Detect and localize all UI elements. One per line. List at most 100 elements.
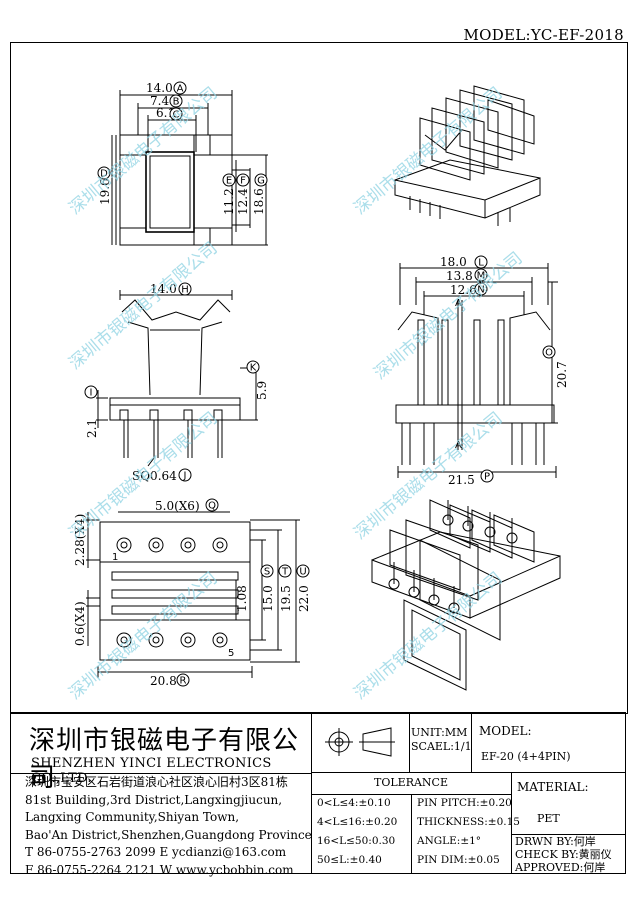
view-mid-left bbox=[96, 290, 258, 467]
circle-marker-label-g: G bbox=[257, 176, 265, 187]
dim-B-value: 7.4 bbox=[150, 94, 169, 108]
view-bottom-left bbox=[86, 511, 300, 678]
circle-marker-label-t: T bbox=[281, 567, 289, 578]
circle-marker-i bbox=[84, 385, 98, 399]
dim-J-value: SQ0.64 bbox=[132, 469, 177, 483]
check-by: CHECK BY:黄丽仪 bbox=[515, 848, 612, 861]
dim-D-value: 19.6 bbox=[98, 178, 112, 205]
circle-marker-m bbox=[474, 268, 488, 282]
company-panel: 深圳市银磁电子有限公司 SHENZHEN YINCI ELECTRONICS C… bbox=[11, 714, 312, 877]
circle-marker-label-j: J bbox=[183, 471, 187, 482]
drawn-by: DRWN BY:何岸 bbox=[515, 835, 596, 848]
first-angle-projection-icon bbox=[325, 727, 395, 757]
dim-I-value: 2.1 bbox=[85, 419, 99, 438]
signature-block: DRWN BY:何岸 CHECK BY:黄丽仪 APPROVED:何岸 bbox=[511, 834, 625, 874]
dim-T-value: 19.5 bbox=[279, 585, 293, 612]
fax-web-line: F 86-0755-2264 2121 W www.ycbobbin.com bbox=[25, 862, 294, 877]
material-value: PET bbox=[537, 812, 560, 825]
dim-slot: 1.08 bbox=[235, 585, 249, 612]
tolerance-feature-column: PIN PITCH:±0.20 THICKNESS:±0.15 ANGLE:±1… bbox=[411, 794, 520, 874]
dim-R-value: 20.8 bbox=[150, 674, 177, 688]
circle-marker-s bbox=[260, 564, 274, 578]
dim-H-value: 14.0 bbox=[150, 282, 177, 296]
dim-P-value: 21.5 bbox=[448, 473, 475, 487]
pin-number-1: 1 bbox=[112, 552, 118, 563]
circle-marker-label-c: C bbox=[173, 110, 180, 121]
title-block: 深圳市银磁电子有限公司 SHENZHEN YINCI ELECTRONICS C… bbox=[10, 712, 626, 877]
circle-marker-label-k: K bbox=[250, 363, 257, 374]
circle-marker-g bbox=[254, 173, 268, 187]
dim-O-value: 20.7 bbox=[555, 361, 569, 388]
circle-marker-j bbox=[178, 468, 192, 482]
circle-marker-a bbox=[173, 81, 187, 95]
circle-marker-label-n: N bbox=[477, 285, 484, 296]
circle-marker-n bbox=[474, 282, 488, 296]
tolerance-row: 16<L≤50:0.30 bbox=[317, 835, 396, 847]
circle-marker-l bbox=[474, 255, 488, 269]
circle-marker-t bbox=[278, 564, 292, 578]
circle-marker-label-f: F bbox=[240, 176, 246, 187]
dim-E-value: 11.2 bbox=[222, 188, 236, 215]
watermark-2: 深圳市银磁电子有限公司 bbox=[350, 83, 506, 219]
circle-marker-q bbox=[205, 498, 219, 512]
phone-email-line: T 86-0755-2763 2099 E ycdianzi@163.com bbox=[25, 845, 287, 859]
circle-marker-r bbox=[176, 673, 190, 687]
address-line: Langxing Community,Shiyan Town, bbox=[25, 810, 240, 824]
circle-marker-label-b: B bbox=[173, 97, 180, 108]
tolerance-row: PIN DIM:±0.05 bbox=[417, 854, 500, 866]
circle-marker-o bbox=[542, 345, 556, 359]
tolerance-panel: TOLERANCE 0<L≤4:±0.10 4<L≤16:±0.20 16<L≤… bbox=[311, 772, 520, 874]
circle-marker-label-a: A bbox=[177, 84, 184, 95]
material-panel: MATERIAL: PET DRWN BY:何岸 CHECK BY:黄丽仪 AP… bbox=[511, 772, 625, 874]
section-mark-top: A bbox=[455, 298, 462, 309]
view-top-left bbox=[111, 90, 268, 246]
circle-marker-k bbox=[246, 360, 260, 374]
tolerance-row: 50≤L:±0.40 bbox=[317, 854, 382, 866]
dim-M-value: 13.8 bbox=[446, 269, 473, 283]
circle-marker-label-p: P bbox=[484, 472, 490, 483]
material-label: MATERIAL: bbox=[517, 780, 589, 794]
tolerance-row: 4<L≤16:±0.20 bbox=[317, 816, 398, 828]
circle-marker-label-m: M bbox=[477, 271, 486, 282]
dim-G-value: 18.6 bbox=[252, 188, 266, 215]
tolerance-length-column: 0<L≤4:±0.10 4<L≤16:±0.20 16<L≤50:0.30 50… bbox=[311, 794, 412, 874]
circle-marker-f bbox=[236, 173, 250, 187]
circle-marker-label-e: E bbox=[226, 176, 232, 187]
company-address: 深圳市宝安区石岩街道浪心社区浪心旧村3区81栋 81st Building,3r… bbox=[11, 773, 312, 879]
address-line: 81st Building,3rd District,Langxingjiucu… bbox=[25, 792, 283, 807]
dim-N-value: 12.6 bbox=[450, 283, 477, 297]
approved-by: APPROVED:何岸 bbox=[515, 861, 606, 874]
circle-marker-c bbox=[169, 107, 183, 121]
circle-marker-label-h: H bbox=[181, 285, 189, 296]
circle-marker-label-q: Q bbox=[208, 501, 216, 512]
circle-marker-label-r: R bbox=[180, 676, 187, 687]
address-line: 深圳市宝安区石岩街道浪心社区浪心旧村3区81栋 bbox=[25, 775, 288, 789]
dim-F-value: 12.4 bbox=[236, 188, 250, 215]
circle-marker-label-o: O bbox=[545, 348, 553, 359]
view-bottom-right-iso bbox=[371, 499, 561, 691]
tolerance-row: THICKNESS:±0.15 bbox=[417, 816, 520, 828]
circle-marker-label-d: D bbox=[100, 169, 108, 180]
tolerance-header: TOLERANCE bbox=[311, 772, 511, 795]
tolerance-row: PIN PITCH:±0.20 bbox=[417, 797, 512, 809]
circle-marker-d bbox=[97, 166, 111, 180]
projection-symbol bbox=[311, 714, 410, 773]
tolerance-row: 0<L≤4:±0.10 bbox=[317, 797, 391, 809]
circle-marker-label-l: L bbox=[478, 258, 484, 269]
dim-U-value: 22.0 bbox=[297, 585, 311, 612]
circle-marker-label-i: I bbox=[90, 388, 93, 399]
dim-K-value: 5.9 bbox=[255, 381, 269, 400]
view-mid-right bbox=[395, 263, 558, 478]
section-mark-bottom: A bbox=[455, 440, 462, 451]
watermark-7: 深圳市银磁电子有限公司 bbox=[65, 568, 221, 704]
dim-pitch-bottom: 0.6(X4) bbox=[73, 601, 87, 646]
scale-text: SCAEL:1/1 bbox=[411, 740, 472, 753]
dim-S-value: 15.0 bbox=[261, 585, 275, 612]
watermark-1: 深圳市银磁电子有限公司 bbox=[65, 83, 221, 219]
dimension-labels-mid-right: 18.0 13.8 12.6 20.7 21.5 A A bbox=[440, 255, 569, 487]
model-panel: MODEL: EF-20 (4+4PIN) bbox=[471, 714, 625, 773]
circle-marker-b bbox=[169, 94, 183, 108]
circle-marker-p bbox=[480, 469, 494, 483]
